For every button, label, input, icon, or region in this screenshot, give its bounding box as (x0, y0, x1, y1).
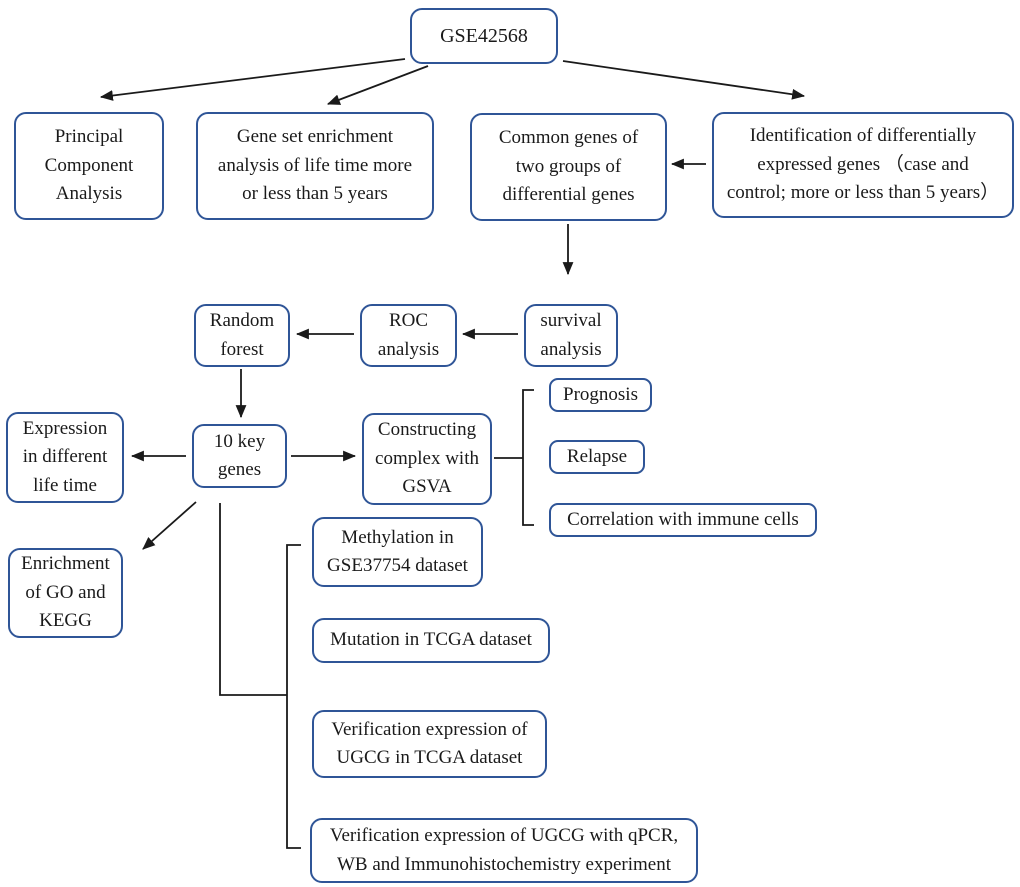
node-random-forest: Random forest (194, 304, 290, 367)
node-gene-set-enrichment: Gene set enrichment analysis of life tim… (196, 112, 434, 220)
node-prognosis: Prognosis (549, 378, 652, 412)
node-roc-analysis: ROC analysis (360, 304, 457, 367)
node-enrichment-go-kegg: Enrichment of GO and KEGG (8, 548, 123, 638)
node-common-genes: Common genes of two groups of differenti… (470, 113, 667, 221)
line-key-genes-to-bottom-bracket (219, 503, 287, 696)
node-principal-component-analysis: Principal Component Analysis (14, 112, 164, 220)
node-methylation-gse37754: Methylation in GSE37754 dataset (312, 517, 483, 587)
node-constructing-complex-gsva: Constructing complex with GSVA (362, 413, 492, 505)
arrow-key-genes-to-enrichment (142, 501, 197, 550)
node-10-key-genes: 10 key genes (192, 424, 287, 488)
node-verification-ugcg-tcga: Verification expression of UGCG in TCGA … (312, 710, 547, 778)
node-correlation-immune-cells: Correlation with immune cells (549, 503, 817, 537)
arrow-gse-to-pca (99, 58, 406, 101)
node-expression-life-time: Expression in different life time (6, 412, 124, 503)
node-verification-ugcg-qpcr-wb-ihc: Verification expression of UGCG with qPC… (310, 818, 698, 883)
node-mutation-tcga: Mutation in TCGA dataset (312, 618, 550, 663)
node-survival-analysis: survival analysis (524, 304, 618, 367)
arrow-gse-to-gsea (326, 65, 429, 105)
node-identification-deg: Identification of differentially express… (712, 112, 1014, 218)
node-relapse: Relapse (549, 440, 645, 474)
bottom-bracket (286, 544, 301, 849)
arrow-gse-to-identification (562, 60, 806, 100)
right-bracket (522, 389, 534, 526)
node-gse42568: GSE42568 (410, 8, 558, 64)
